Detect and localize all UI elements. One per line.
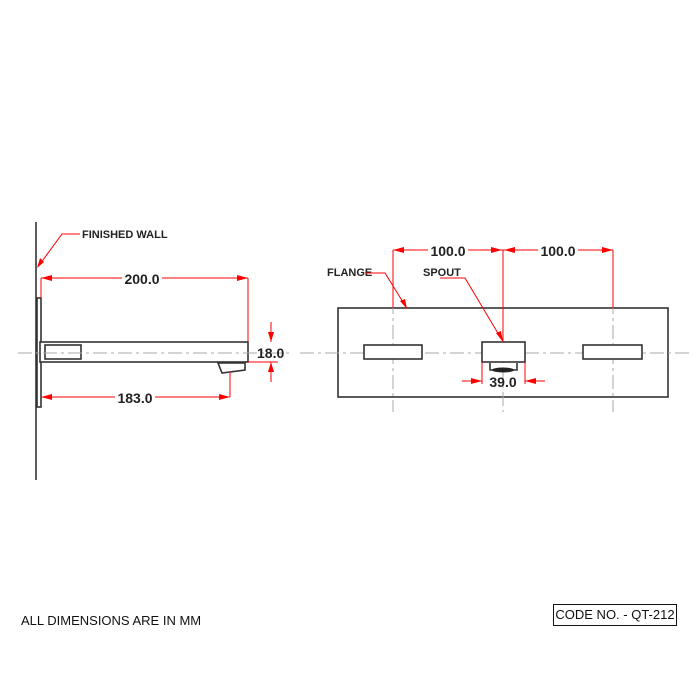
spout-front [481,341,526,363]
wall-leader [39,233,80,265]
dim-spout: 183.0 [117,390,152,406]
handle-right [582,344,643,360]
spout-label: SPOUT [423,267,461,279]
dim-spacing-left: 100.0 [430,243,465,259]
handle-left [363,344,423,360]
dim-length: 200.0 [124,271,159,287]
front-view: 100.0 100.0 39.0 FLANGE SPOUT [300,242,690,412]
units-note: ALL DIMENSIONS ARE IN MM [21,613,202,628]
dim-height: 18.0 [257,345,284,361]
flange-label: FLANGE [327,267,372,279]
spout-body [39,341,249,363]
dim-spacing-right: 100.0 [540,243,575,259]
dim-spout-width: 39.0 [489,374,516,390]
spout-insert [44,344,82,360]
wall-label: FINISHED WALL [82,229,168,241]
spout-outlet [216,362,246,374]
side-view: FINISHED WALL 200.0 183.0 18.0 [18,222,290,480]
code-number: CODE NO. - QT-212 [553,604,677,626]
